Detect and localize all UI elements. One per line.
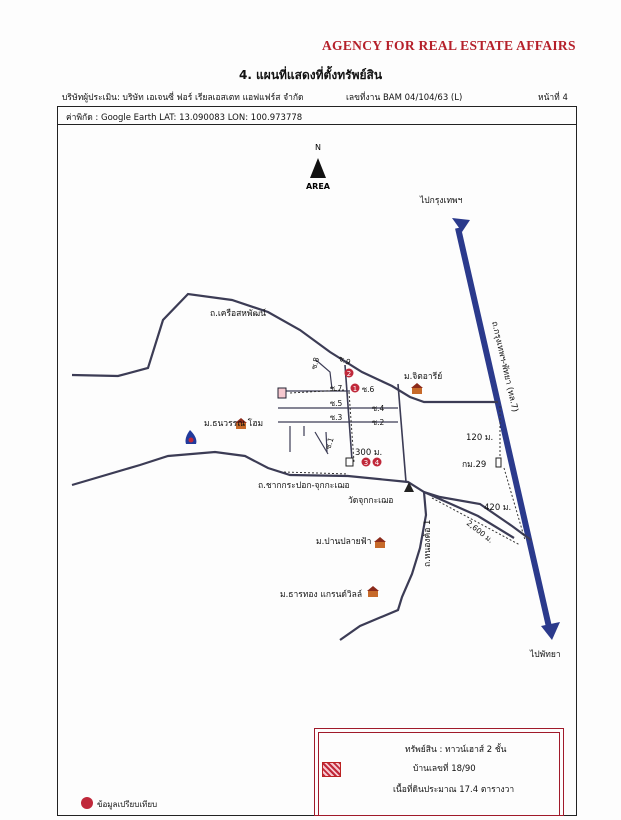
coordinate-bar [57,106,577,125]
property-info-inner [318,732,560,816]
roads [71,292,532,641]
soi-upper [315,359,333,390]
highway-label: ถ.กรุงเทพฯ-พัทยา (ทล.7) [489,320,520,413]
coordinates: ค่าพิกัด : Google Earth LAT: 13.090083 L… [66,113,303,123]
temple-icon [404,482,414,492]
soi-main [344,364,353,461]
comparable-2: 2 [347,370,351,378]
area-label: AREA [306,182,331,191]
page-number: หน้าที่ 4 [538,93,568,103]
comparable-legend-dot [81,797,93,809]
soi-3-label: ซ.3 [330,413,342,422]
sois [278,390,398,455]
road-chak [71,450,532,541]
subject-property-marker [277,387,287,399]
temple-label: วัดจุกกะเฌอ [348,496,393,506]
arrow-down-icon [541,622,560,640]
comparables-legend-label: ข้อมูลเปรียบเทียบ [97,800,158,809]
north-label: N [315,143,321,152]
soi-connector [423,490,515,539]
comparable-3: 3 [364,459,368,467]
village-thanawan-label: ม.ธนวรรณ โฮม [204,418,263,429]
house-number: บ้านเลขที่ 18/90 [413,764,476,774]
soi-east [397,383,407,483]
village-icons [235,383,423,597]
soi-5-label: ซ.5 [330,399,342,408]
village-chittari-label: ม.จิตอารีย์ [404,371,442,382]
north-arrow-icon: N AREA [306,143,331,191]
village-tharathong-label: ม.ธารทอง แกรนด์วิลล์ [280,589,362,600]
soi-6-label: ซ.6 [362,385,374,394]
soi-8-label: ซ.8 [309,356,321,370]
subject-legend-swatch [322,762,341,777]
distance-lines [283,389,526,546]
appraiser-company: บริษัทผู้ประเมิน: บริษัท เอเจนซี่ ฟอร์ เ… [62,93,304,103]
comparable-4: 4 [375,459,380,467]
road-nong-label: ถ.หนองค้อ 1 [422,520,433,567]
distance-120-label: 120 ม. [466,433,493,443]
km29-label: กม.29 [462,460,486,470]
road-chak-label: ถ.ชากกระปอก-จุกกะเฌอ [258,481,350,491]
arrow-up-icon [452,218,470,232]
soi-1-label: ซ.1 [323,436,335,451]
land-area: เนื้อที่ดินประมาณ 17.4 ตารางวา [393,785,515,795]
km-post-icon [495,457,502,468]
road-nong [339,491,428,641]
highway [452,218,560,640]
soi-7-label: ซ.7 [330,384,342,393]
road-khruea [71,292,498,404]
to-pattaya-label: ไปพัทยา [529,649,561,660]
page-title: 4. แผนที่แสดงที่ตั้งทรัพย์สิน [238,68,383,82]
soi-2-label: ซ.2 [372,418,384,427]
comparable-1: 1 [353,385,357,393]
property-type: ทรัพย์สิน : ทาวน์เฮาส์ 2 ชั้น [405,745,507,755]
job-number: เลขที่งาน BAM 04/104/63 (L) [346,93,463,103]
distance-420-label: 420 ม. [484,503,511,513]
house-marker-icon [345,457,354,467]
village-panplai-label: ม.ปานปลายฟ้า [316,536,371,547]
gas-station-icon [185,430,197,444]
distance-300-label: 300 ม. [355,448,382,458]
agency-name: AGENCY FOR REAL ESTATE AFFAIRS [322,38,576,53]
road-khruea-label: ถ.เครือสหพัฒน์ [210,308,266,319]
soi-4-label: ซ.4 [372,404,384,413]
to-bangkok-label: ไปกรุงเทพฯ [419,195,463,206]
comparable-markers: 1 2 3 4 [344,368,382,467]
